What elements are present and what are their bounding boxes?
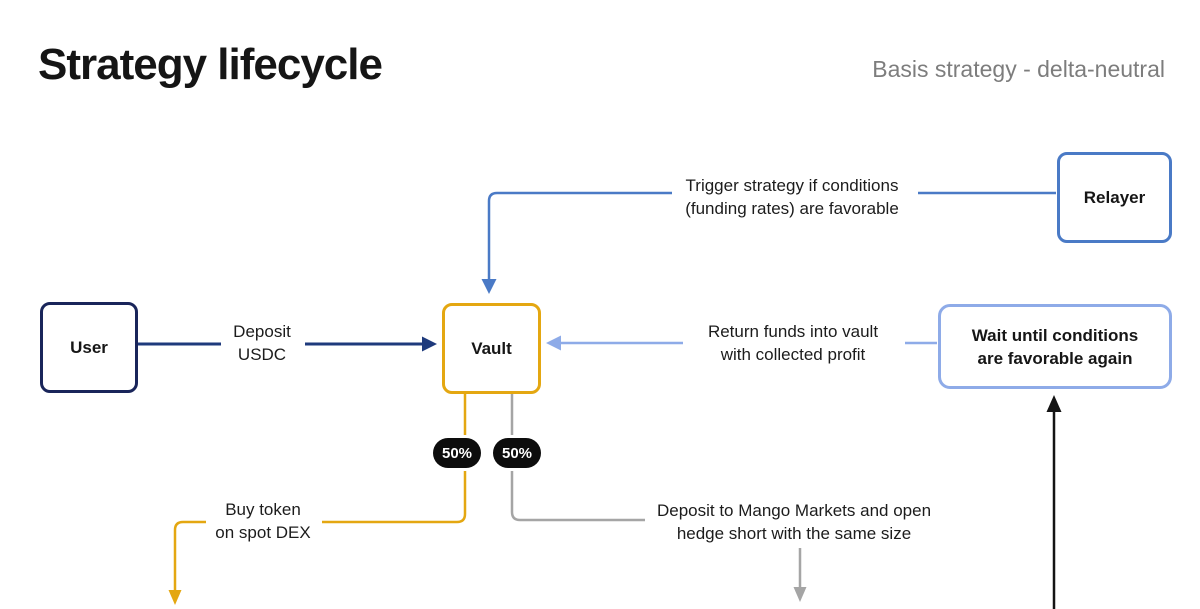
- page-subtitle: Basis strategy - delta-neutral: [872, 56, 1165, 82]
- edge-trigger-line-left: [487, 191, 672, 280]
- edge-label-deposit: Deposit USDC: [233, 322, 291, 364]
- edge-trigger-arrowhead-icon: [481, 279, 497, 294]
- badge-50-percent-hedge: 50%: [493, 438, 541, 468]
- edge-label-hedge: Deposit to Mango Markets and open hedge …: [656, 501, 932, 543]
- node-user: User: [40, 302, 138, 393]
- edge-wait-arrowhead-icon: [1046, 395, 1062, 412]
- edge-label-trigger: Trigger strategy if conditions (funding …: [685, 176, 899, 218]
- badge-50-percent-spot: 50%: [433, 438, 481, 468]
- node-wait: Wait until conditions are favorable agai…: [938, 304, 1172, 389]
- edge-buy-line-left: [173, 520, 206, 591]
- edge-hedge-arrowhead-icon: [793, 587, 807, 602]
- node-vault: Vault: [442, 303, 541, 394]
- edge-label-return: Return funds into vault with collected p…: [707, 322, 879, 364]
- edge-buy-arrowhead-icon: [168, 590, 182, 605]
- edge-label-buy: Buy token on spot DEX: [215, 500, 311, 542]
- node-relayer: Relayer: [1057, 152, 1172, 243]
- page-title: Strategy lifecycle: [38, 40, 383, 89]
- edge-return-arrowhead-icon: [546, 335, 561, 351]
- edge-deposit-arrowhead-icon: [422, 336, 437, 352]
